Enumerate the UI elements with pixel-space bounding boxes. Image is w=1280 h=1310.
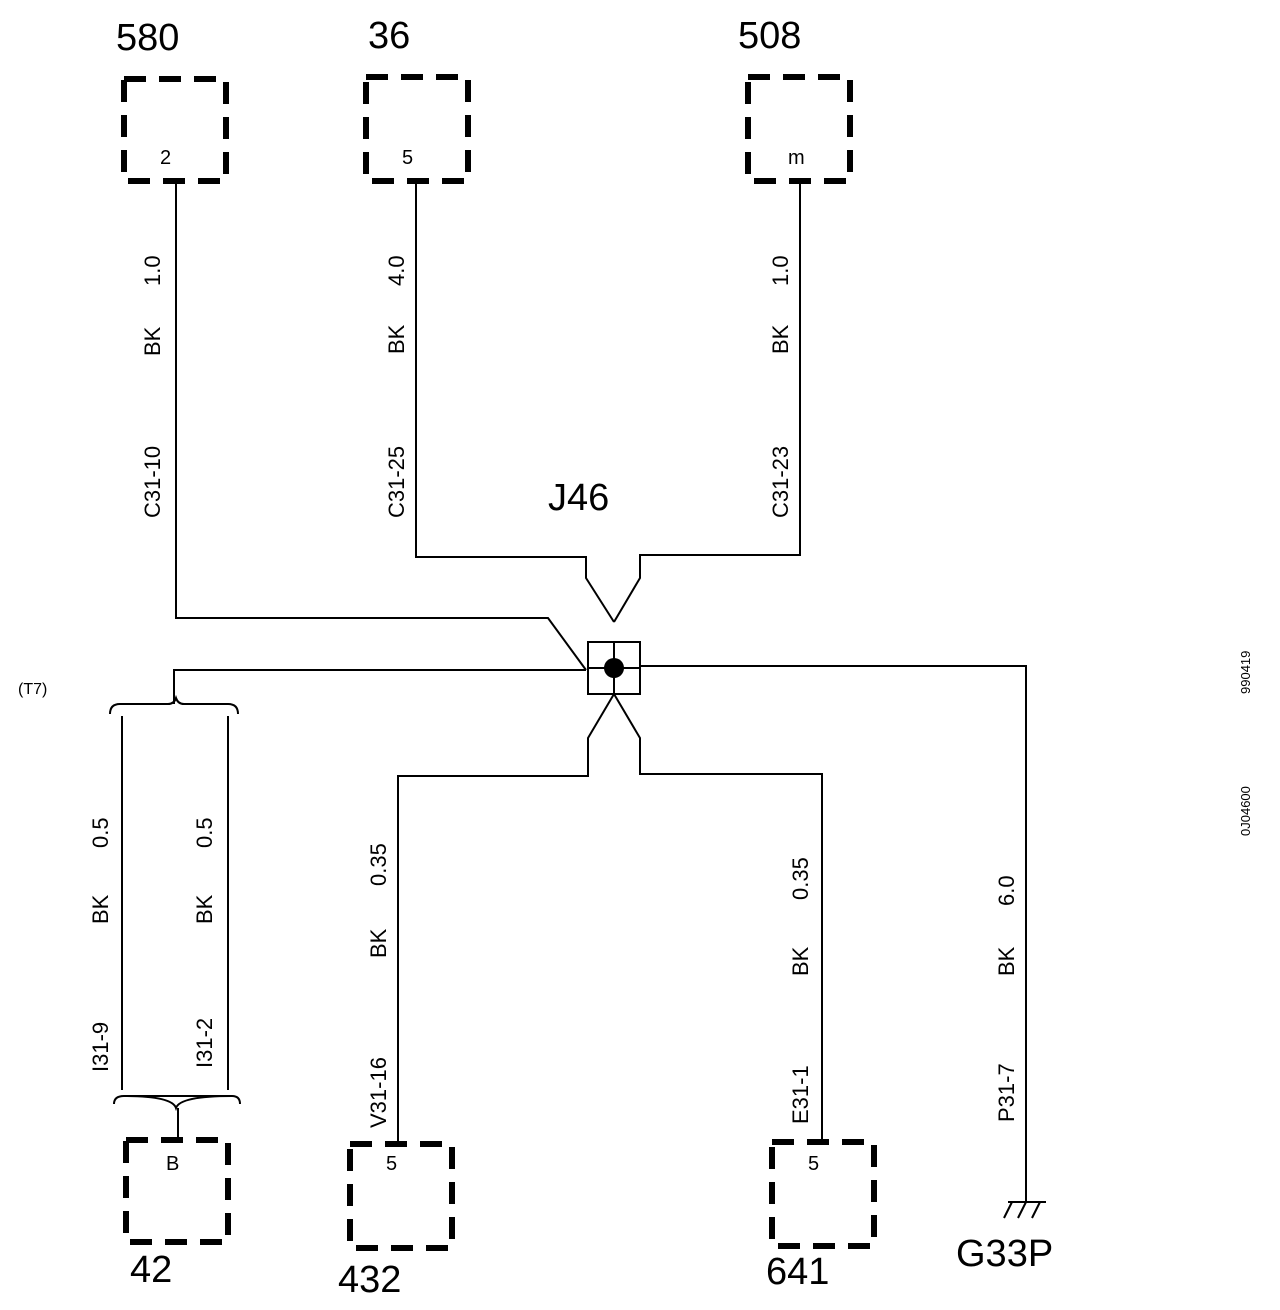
side-code-2: 0J04600 [1238, 786, 1253, 836]
wire-e31-1-color: BK [788, 946, 813, 976]
wire-c31-23-conn: C31-23 [768, 446, 793, 518]
wire-p31-7-conn: P31-7 [994, 1063, 1019, 1122]
wire-v31-16-conn: V31-16 [366, 1057, 391, 1128]
side-code-1: 990419 [1238, 651, 1253, 694]
component-36-pin: 5 [402, 147, 413, 169]
wire-c31-25 [415, 181, 615, 623]
twisted-pair-label: (T7) [18, 681, 47, 698]
component-580-box [121, 76, 229, 184]
wire-c31-25-gauge: 4.0 [384, 255, 409, 286]
component-508-label: 508 [738, 15, 801, 57]
component-36-box [363, 74, 471, 184]
wire-c31-10-gauge: 1.0 [140, 255, 165, 286]
component-42-pin: B [166, 1153, 179, 1175]
component-42-label: 42 [130, 1249, 172, 1291]
wire-v31-16-color: BK [366, 928, 391, 958]
component-508-pin: m [788, 147, 805, 169]
wire-c31-23 [613, 181, 801, 623]
ground-icon [1003, 1201, 1046, 1219]
wire-i31-2-color: BK [192, 894, 217, 924]
wire-e31-1-conn: E31-1 [788, 1065, 813, 1124]
wire-c31-10-conn: C31-10 [140, 446, 165, 518]
splice-j46 [587, 641, 641, 695]
wire-i31-9-color: BK [88, 894, 113, 924]
wire-c31-25-color: BK [384, 324, 409, 354]
wire-v31-16-gauge: 0.35 [366, 843, 391, 886]
wire-c31-25-conn: C31-25 [384, 446, 409, 518]
wire-i31-2-conn: I31-2 [192, 1018, 217, 1068]
component-36-label: 36 [368, 15, 410, 57]
wire-i31-9-gauge: 0.5 [88, 817, 113, 848]
component-641-pin: 5 [808, 1153, 819, 1175]
component-580-pin: 2 [160, 147, 171, 169]
wire-i31-9-conn: I31-9 [88, 1022, 113, 1072]
component-641-box [769, 1139, 877, 1249]
component-432-box [347, 1141, 455, 1251]
twisted-pair-brace-top [109, 694, 239, 715]
component-432-pin: 5 [386, 1153, 397, 1175]
component-432-label: 432 [338, 1259, 401, 1301]
wire-t7-feed [173, 669, 586, 704]
twisted-pair-brace-bottom [113, 1095, 241, 1112]
wire-p31-7-gauge: 6.0 [994, 875, 1019, 906]
wire-i31-2-gauge: 0.5 [192, 817, 217, 848]
wire-p31-7-color: BK [994, 946, 1019, 976]
wire-c31-10 [175, 181, 587, 671]
wire-e31-1-gauge: 0.35 [788, 857, 813, 900]
wire-c31-23-gauge: 1.0 [768, 255, 793, 286]
wire-e31-1 [613, 693, 823, 1142]
component-580-label: 580 [116, 17, 179, 59]
wire-v31-16 [397, 693, 615, 1144]
wire-c31-10-color: BK [140, 326, 165, 356]
splice-label: J46 [548, 477, 609, 519]
wire-p31-7 [614, 665, 1027, 1202]
component-641-label: 641 [766, 1251, 829, 1293]
ground-label: G33P [956, 1233, 1053, 1275]
wire-c31-23-color: BK [768, 324, 793, 354]
